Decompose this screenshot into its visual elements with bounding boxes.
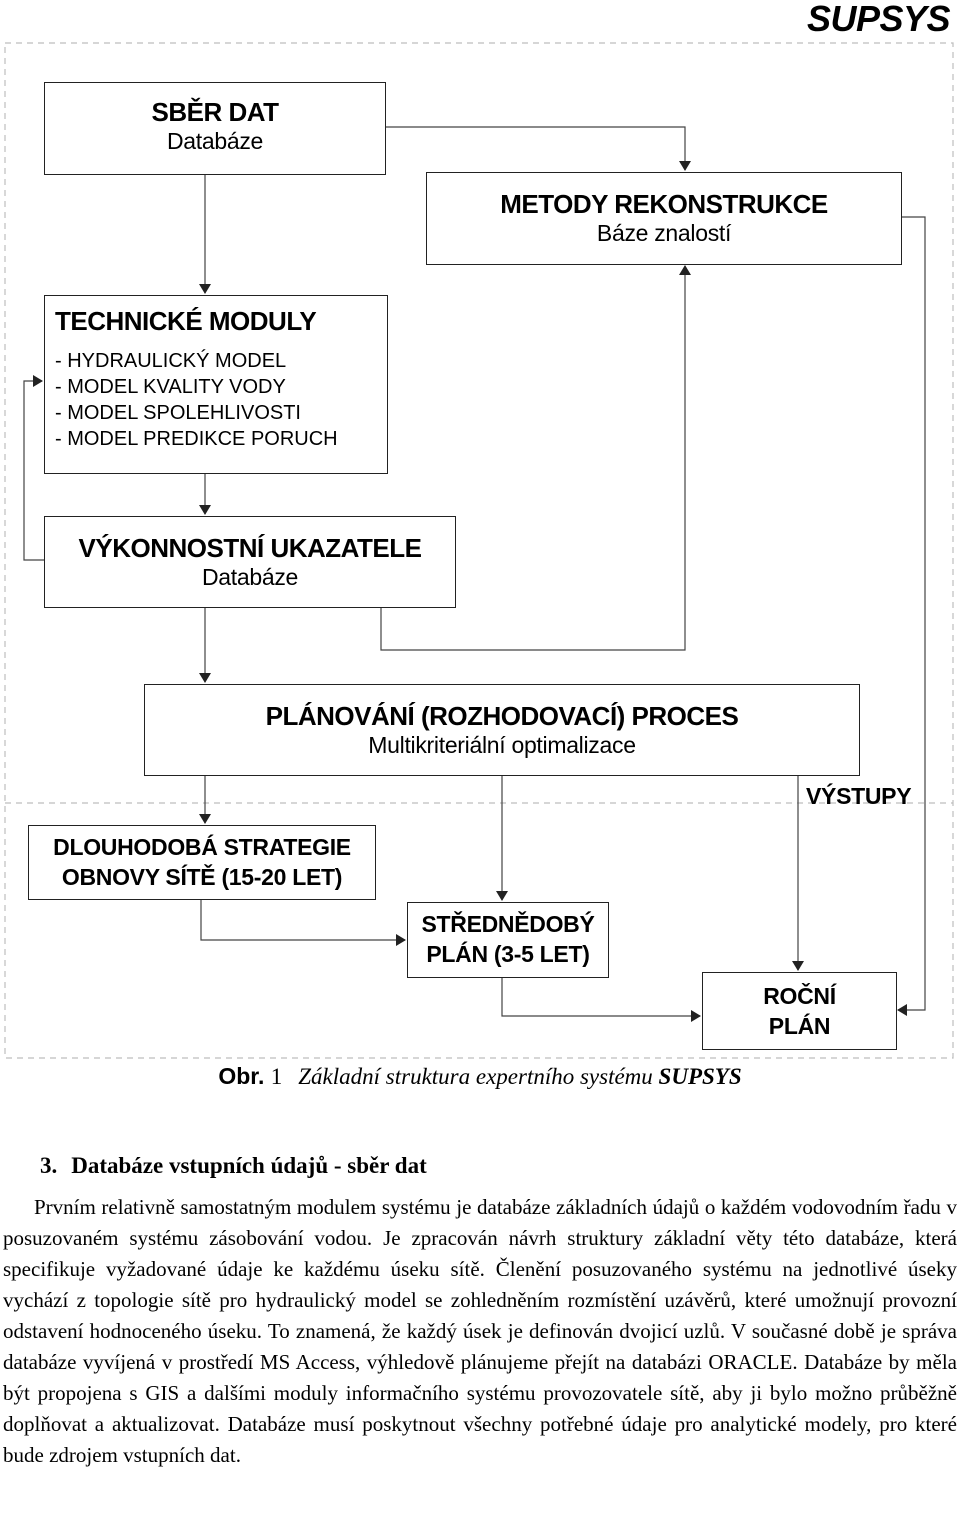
technicke-item: - MODEL KVALITY VODY [55,376,286,398]
caption-label: Obr. [218,1063,265,1089]
vystupy-label: VÝSTUPY [806,783,912,809]
box-technicke-moduly: TECHNICKÉ MODULY - HYDRAULICKÝ MODEL - M… [44,295,388,474]
planovani-title: PLÁNOVÁNÍ (ROZHODOVACÍ) PROCES [265,701,739,731]
technicke-item: - HYDRAULICKÝ MODEL [55,350,287,372]
technicke-item: - MODEL SPOLEHLIVOSTI [55,402,301,424]
section-title: Databáze vstupních údajů - sběr dat [71,1153,427,1178]
vykonnostni-title: VÝKONNOSTNÍ UKAZATELE [78,533,422,563]
box-vykonnostni-ukazatele: VÝKONNOSTNÍ UKAZATELE Databáze [44,516,456,608]
box-sber-dat: SBĚR DAT Databáze [44,82,386,175]
caption-text: Základní struktura expertního systému [298,1064,653,1089]
dlouhodoba-line1: DLOUHODOBÁ STRATEGIE [53,834,351,860]
strednedoby-line2: PLÁN (3-5 LET) [426,941,590,967]
caption-number: 1 [270,1064,283,1089]
box-dlouhodoba-strategie: DLOUHODOBÁ STRATEGIE OBNOVY SÍTĚ (15-20 … [28,825,376,900]
technicke-title: TECHNICKÉ MODULY [55,306,317,336]
section-heading: 3. Databáze vstupních údajů - sběr dat [40,1153,427,1179]
dashed-frame [4,42,954,1059]
figure-caption: Obr. 1 Základní struktura expertního syst… [0,1063,960,1090]
brand-title: SUPSYS [806,0,951,39]
box-strednedoby-plan: STŘEDNĚDOBÝ PLÁN (3-5 LET) [407,902,609,978]
rocni-line1: ROČNÍ [763,983,836,1009]
box-rocni-plan: ROČNÍ PLÁN [702,972,897,1050]
box-metody-rekonstrukce: METODY REKONSTRUKCE Báze znalostí [426,172,902,265]
flow-diagram [4,42,954,1059]
section-paragraph: Prvním relativně samostatným modulem sys… [3,1195,957,1467]
metody-subtitle: Báze znalostí [596,220,732,246]
planovani-subtitle: Multikriteriální optimalizace [368,732,636,758]
sber-dat-title: SBĚR DAT [151,97,279,127]
sber-dat-subtitle: Databáze [166,128,264,154]
box-planovani-proces: PLÁNOVÁNÍ (ROZHODOVACÍ) PROCES Multikrit… [144,684,860,776]
rocni-line2: PLÁN [768,1013,831,1039]
section-number: 3. [40,1153,58,1178]
strednedoby-line1: STŘEDNĚDOBÝ [421,911,595,937]
dlouhodoba-line2: OBNOVY SÍTĚ (15-20 LET) [61,864,343,890]
caption-system: SUPSYS [658,1064,742,1089]
metody-title: METODY REKONSTRUKCE [500,189,828,219]
technicke-item: - MODEL PREDIKCE PORUCH [55,428,338,450]
vykonnostni-subtitle: Databáze [201,564,299,590]
